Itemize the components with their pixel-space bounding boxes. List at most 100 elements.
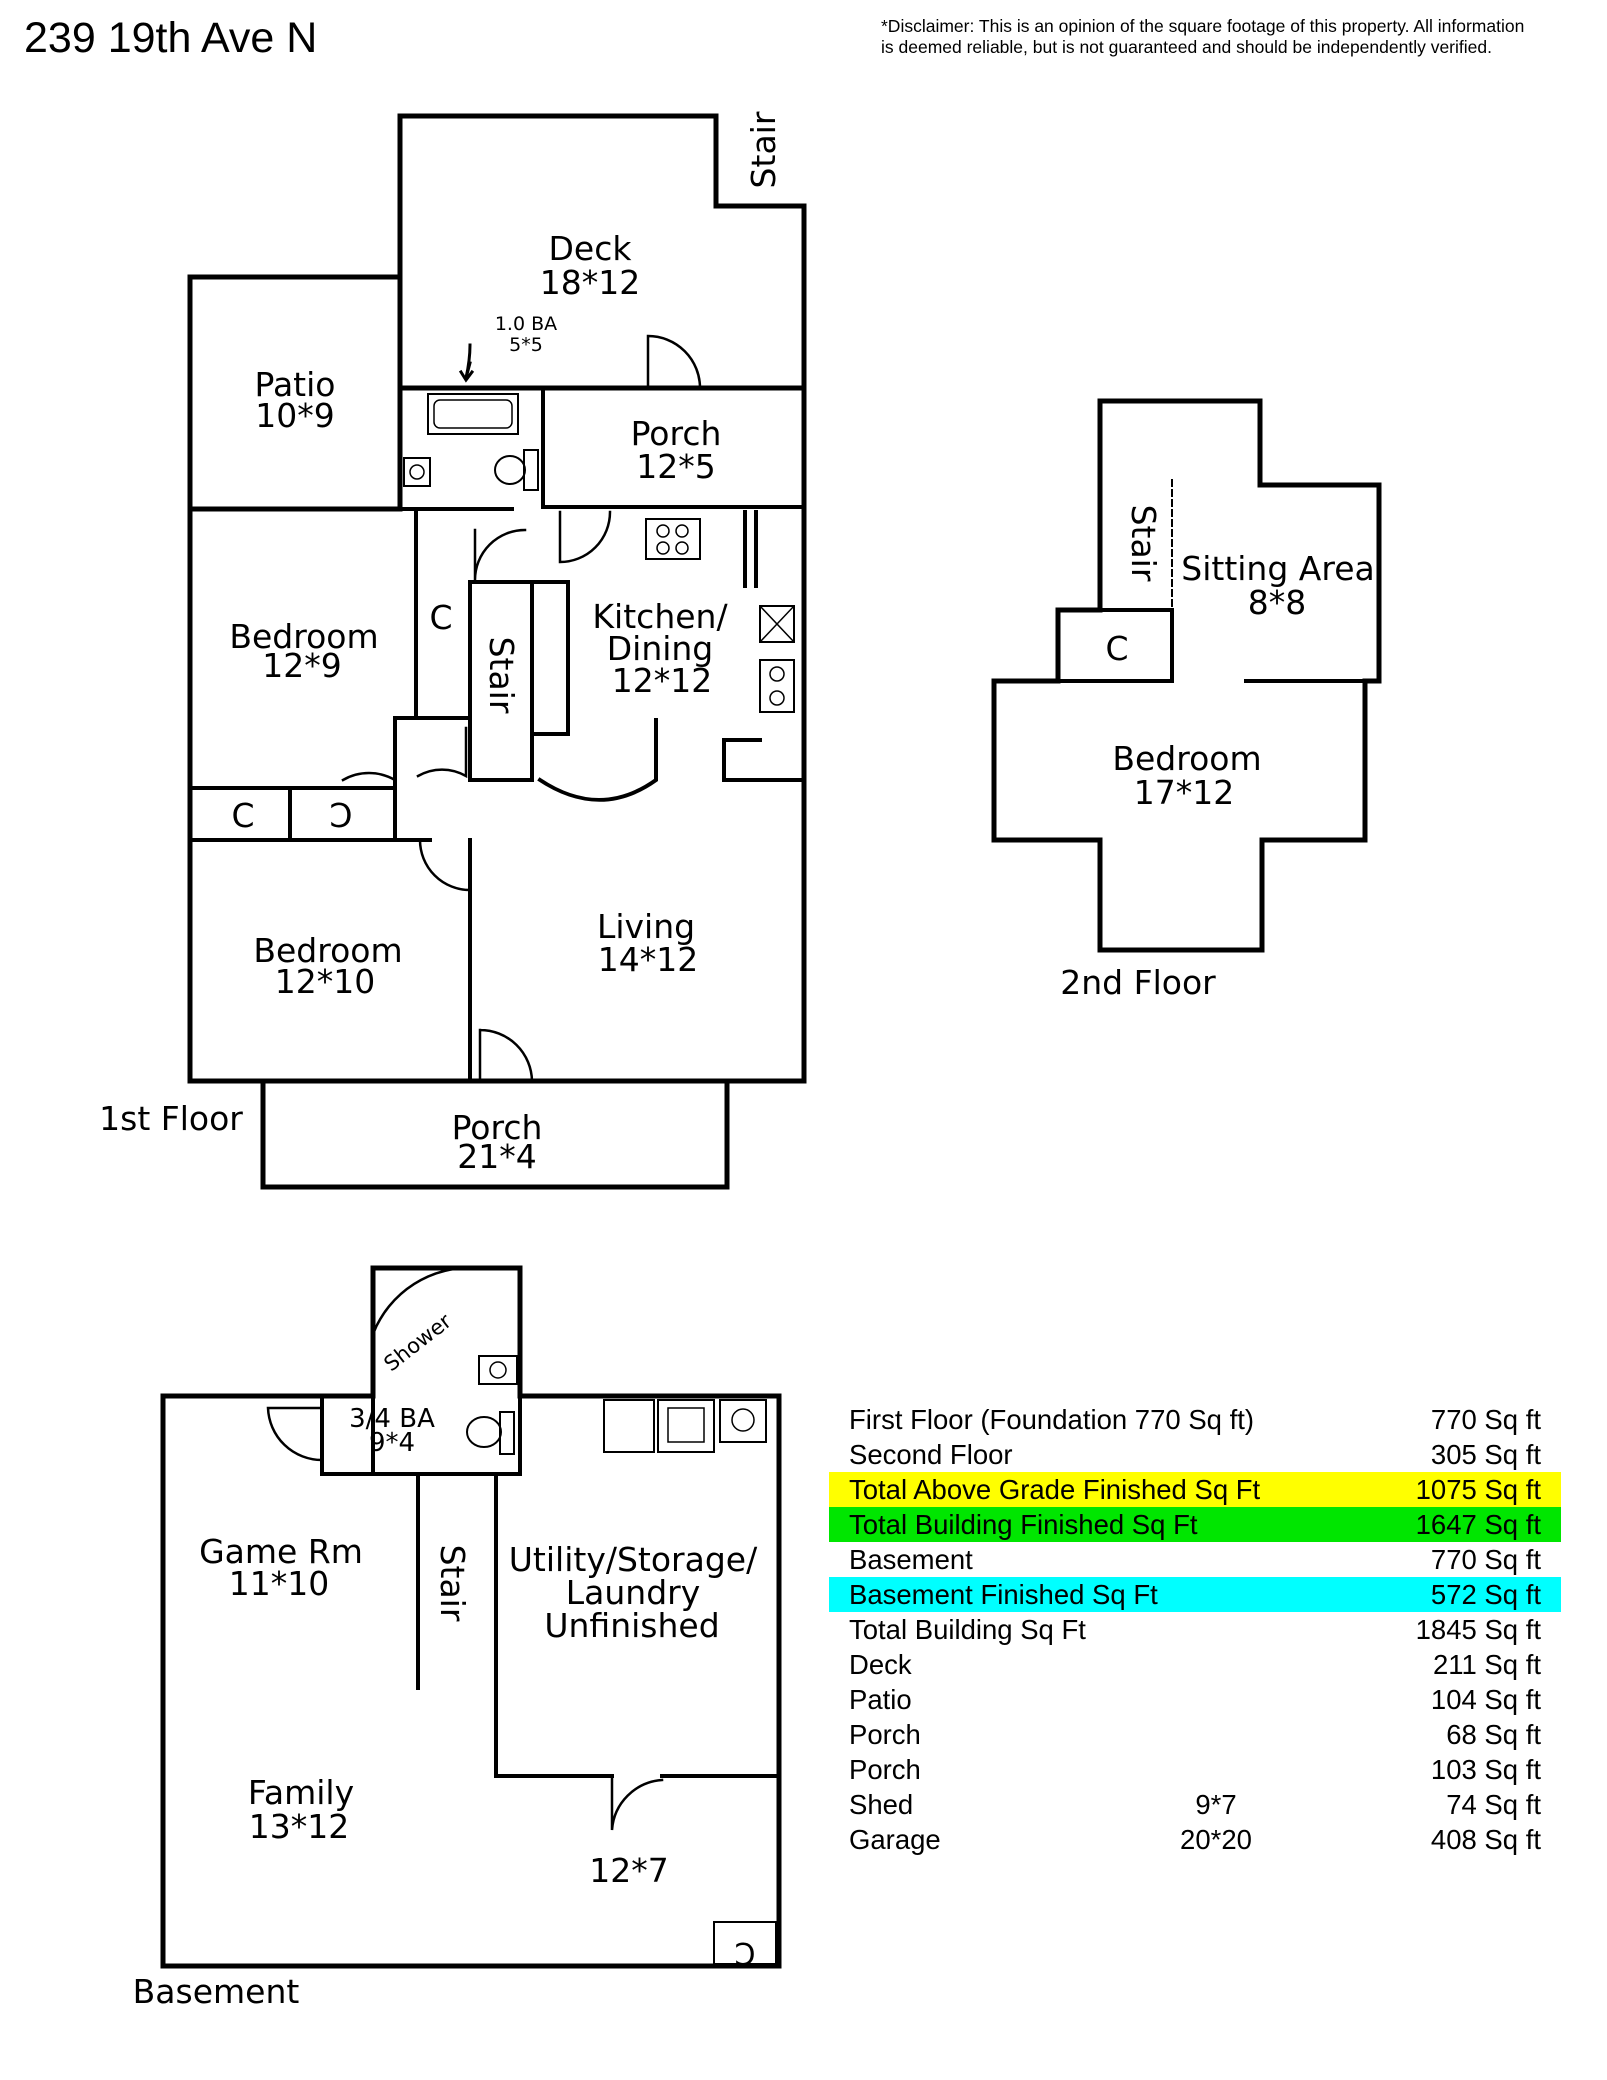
sqft-label: Second Floor [849,1439,1013,1470]
sqft-area: 572 Sq ft [1430,1579,1541,1610]
deck-name: Deck [549,229,633,268]
disclaimer-line-1: *Disclaimer: This is an opinion of the s… [881,16,1525,36]
sqft-area: 1845 Sq ft [1415,1614,1541,1645]
family-room-dim: 13*12 [249,1807,349,1846]
second-floor-bedroom-name: Bedroom [1112,739,1261,778]
utility-label-3: Unfinished [544,1606,719,1645]
living-name: Living [597,907,695,946]
utility-label-1: Utility/Storage/ [509,1540,758,1579]
sqft-row: Total Building Finished Sq Ft 1647 Sq ft [829,1507,1561,1542]
sqft-row: Shed 9*7 74 Sq ft [829,1787,1561,1822]
game-room-dim: 11*10 [229,1564,329,1603]
bath-name: 1.0 BA [495,313,557,335]
sitting-area-name: Sitting Area [1181,549,1374,588]
basement-plan [160,1265,782,1969]
sqft-row: Porch 103 Sq ft [829,1752,1561,1787]
kitchen-dim: 12*12 [612,661,712,700]
sqft-dimensions: 9*7 [1195,1789,1237,1820]
sqft-row: Second Floor 305 Sq ft [829,1437,1561,1472]
basement-bath-name: 3/4 BA [349,1404,435,1434]
second-floor-exterior-wall [991,398,1382,953]
sqft-area: 1075 Sq ft [1415,1474,1541,1505]
closet-1-label: C [429,598,452,637]
sqft-area: 211 Sq ft [1432,1649,1541,1680]
second-floor-bedroom-dim: 17*12 [1134,773,1234,812]
disclaimer-line-2: is deemed reliable, but is not guarantee… [881,37,1492,57]
sqft-area: 103 Sq ft [1430,1754,1541,1785]
outside-stair-label: Stair [744,111,783,188]
basement-labels: Shower 3/4 BA 9*4 Game Rm 11*10 Stair Ut… [133,1309,758,2011]
sitting-area-dim: 8*8 [1248,583,1307,622]
sqft-row: Deck 211 Sq ft [829,1647,1561,1682]
sqft-label: Deck [849,1649,912,1680]
sqft-row: Basement Finished Sq Ft 572 Sq ft [829,1577,1561,1612]
bedroom-b-dim: 12*10 [275,962,375,1001]
disclaimer: *Disclaimer: This is an opinion of the s… [881,16,1601,58]
second-floor-labels: Stair Sitting Area 8*8 C Bedroom 17*12 2… [1060,505,1374,1002]
second-floor-closet-label: C [1105,629,1128,668]
basement-closet-label: C [735,1935,756,1970]
sqft-label: Garage [849,1824,941,1855]
bedroom-a-dim: 12*9 [262,646,342,685]
basement-stair-label: Stair [433,1545,472,1622]
sqft-label: Porch [849,1754,921,1785]
sqft-row: Porch 68 Sq ft [829,1717,1561,1752]
basement-label: Basement [133,1972,300,2011]
front-porch-name: Porch [452,1108,543,1147]
game-room-name: Game Rm [199,1532,363,1571]
first-floor-label: 1st Floor [99,1099,243,1138]
sqft-label: Total Above Grade Finished Sq Ft [849,1474,1261,1505]
bath-dim: 5*5 [509,334,543,356]
second-floor-label: 2nd Floor [1060,963,1216,1002]
back-porch-name: Porch [631,414,722,453]
first-floor-plan [187,113,807,1190]
sqft-label: Basement [849,1544,973,1575]
sqft-area: 74 Sq ft [1446,1789,1541,1820]
sqft-row: Total Above Grade Finished Sq Ft 1075 Sq … [829,1472,1561,1507]
basement-bath-dim: 9*4 [369,1428,415,1458]
sqft-label: Shed [849,1789,914,1820]
bedroom-a-name: Bedroom [229,617,378,656]
sqft-area: 104 Sq ft [1430,1684,1541,1715]
sqft-label: Total Building Sq Ft [849,1614,1086,1645]
kitchen-label-1: Kitchen/ [592,597,728,636]
sqft-row: First Floor (Foundation 770 Sq ft) 770 Sq… [829,1402,1561,1437]
patio-name: Patio [255,365,336,404]
shower-label: Shower [379,1309,456,1376]
square-footage-table: First Floor (Foundation 770 Sq ft) 770 Sq… [829,1402,1561,1857]
sqft-label: Porch [849,1719,921,1750]
kitchen-label-2: Dining [607,629,714,668]
sqft-label: First Floor (Foundation 770 Sq ft) [849,1404,1255,1435]
sqft-area: 1647 Sq ft [1415,1509,1541,1540]
sqft-row: Basement 770 Sq ft [829,1542,1561,1577]
living-dim: 14*12 [598,940,698,979]
sqft-row: Garage 20*20 408 Sq ft [829,1822,1561,1857]
first-floor-labels: Deck 18*12 Stair 1.0 BA 5*5 Patio 10*9 P… [99,111,783,1176]
sqft-area: 68 Sq ft [1446,1719,1541,1750]
utility-label-2: Laundry [566,1573,700,1612]
sqft-label: Patio [849,1684,912,1715]
sqft-area: 408 Sq ft [1430,1824,1541,1855]
back-porch-dim: 12*5 [636,447,716,486]
family-room-name: Family [248,1773,354,1812]
inside-stair-label: Stair [482,637,521,714]
sqft-area: 770 Sq ft [1430,1544,1541,1575]
second-floor-plan [991,398,1382,953]
sqft-label: Basement Finished Sq Ft [849,1579,1158,1610]
front-porch-dim: 21*4 [457,1137,537,1176]
sqft-row: Total Building Sq Ft 1845 Sq ft [829,1612,1561,1647]
second-floor-stair-label: Stair [1124,505,1163,582]
sqft-area: 305 Sq ft [1430,1439,1541,1470]
sqft-dimensions: 20*20 [1180,1824,1252,1855]
property-address: 239 19th Ave N [24,14,318,62]
patio-dim: 10*9 [255,396,335,435]
sqft-label: Total Building Finished Sq Ft [849,1509,1198,1540]
sqft-area: 770 Sq ft [1430,1404,1541,1435]
sqft-row: Patio 104 Sq ft [829,1682,1561,1717]
deck-dim: 18*12 [540,263,640,302]
bedroom-b-name: Bedroom [253,931,402,970]
closet-2-label: C [231,796,254,835]
storage-dim: 12*7 [589,1851,669,1890]
closet-3-label: C [329,795,352,834]
